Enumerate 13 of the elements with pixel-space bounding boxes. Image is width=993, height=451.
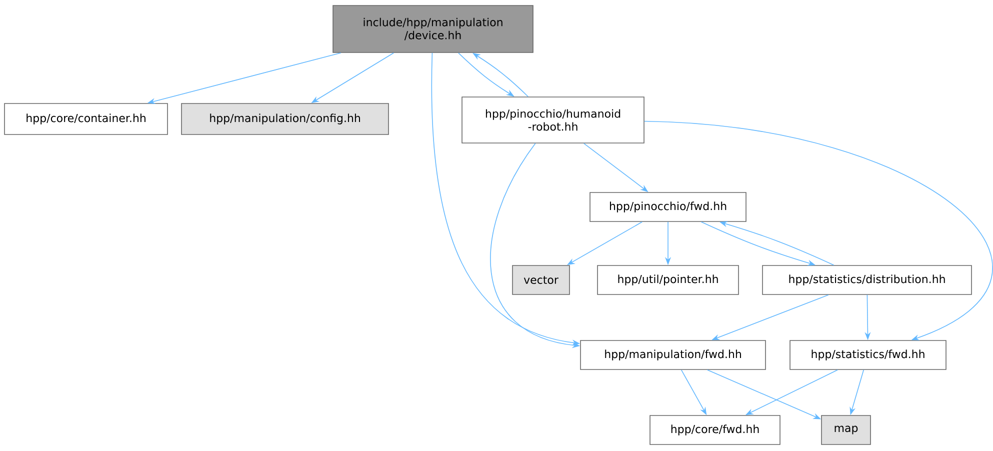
file-box: hpp/manipulation/fwd.hh <box>580 340 766 370</box>
file-box: hpp/statistics/fwd.hh <box>790 340 946 370</box>
file-box: hpp/pinocchio/humanoid -robot.hh <box>462 96 644 144</box>
arrow <box>644 120 992 340</box>
file-box: hpp/manipulation/config.hh <box>181 103 389 135</box>
file-box: hpp/core/fwd.hh <box>650 415 780 445</box>
file-box: include/hpp/manipulation /device.hh <box>332 5 534 53</box>
file-box: hpp/core/container.hh <box>4 103 168 135</box>
file-box: map <box>821 415 871 445</box>
file-box: hpp/statistics/distribution.hh <box>762 265 972 295</box>
file-box: vector <box>512 265 570 295</box>
file-box: hpp/pinocchio/fwd.hh <box>590 192 746 222</box>
file-box: hpp/util/pointer.hh <box>597 265 739 295</box>
